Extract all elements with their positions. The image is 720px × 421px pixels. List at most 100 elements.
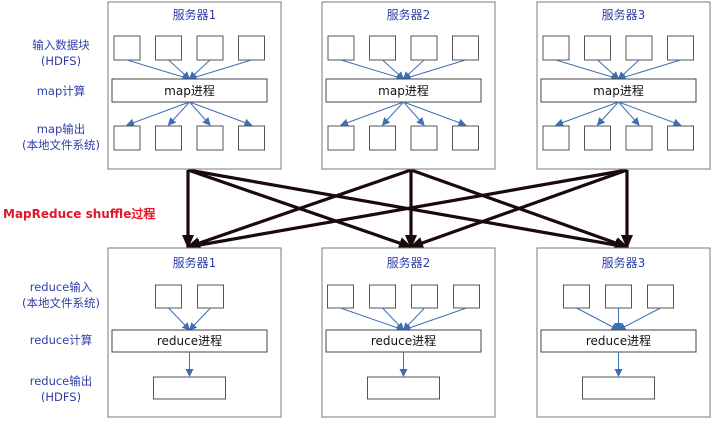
map-output-arrow [618, 101, 682, 127]
map-output-block [369, 125, 396, 151]
map-input-arrow [126, 59, 191, 81]
label-map-input: 输入数据块 (HDFS) [6, 37, 116, 69]
label-reduce-output-line2: (HDFS) [40, 390, 82, 404]
map-output-arrow [381, 101, 404, 126]
reduce-process-label: reduce进程 [371, 333, 436, 348]
reduce-input-arrow [188, 307, 211, 331]
label-map-compute: map计算 [6, 83, 116, 99]
reduce-input-block [369, 284, 396, 309]
map-server-2: 服务器2 map进程 [321, 1, 496, 170]
reduce-input-block [197, 284, 224, 309]
reduce-input-block [411, 284, 438, 309]
reduce-input-block [453, 284, 480, 309]
map-output-block [155, 125, 182, 151]
reduce-server-title: 服务器1 [173, 255, 217, 270]
map-output-arrow [340, 101, 404, 127]
label-reduce-output: reduce输出 (HDFS) [6, 373, 116, 405]
reduce-server-2: 服务器2 reduce进程 [321, 247, 496, 418]
reduce-output-block [153, 376, 226, 400]
shuffle-arrow [186, 168, 412, 249]
map-output-arrow [596, 101, 619, 126]
label-reduce-output-line1: reduce输出 [29, 374, 93, 388]
label-reduce-input-line2: (本地文件系统) [22, 296, 100, 310]
map-output-block [410, 125, 438, 151]
map-output-arrow [403, 101, 467, 127]
map-input-block [155, 35, 182, 61]
map-output-arrow [189, 101, 253, 127]
map-output-block [327, 125, 355, 151]
map-server-title: 服务器2 [387, 7, 431, 22]
label-reduce-compute: reduce计算 [6, 332, 116, 348]
reduce-output-block [367, 376, 440, 400]
map-output-block [196, 125, 224, 151]
reduce-input-block [327, 284, 354, 309]
map-input-block [542, 35, 570, 61]
reduce-server-title: 服务器3 [602, 255, 646, 270]
map-output-arrow [126, 101, 190, 127]
label-map-output-line1: map输出 [36, 122, 86, 136]
label-reduce-input: reduce输入 (本地文件系统) [6, 279, 116, 311]
shuffle-arrow [186, 168, 628, 251]
reduce-input-arrow [340, 307, 405, 332]
label-reduce-input-line1: reduce输入 [29, 280, 93, 294]
map-input-arrow [555, 59, 620, 81]
reduce-process-label: reduce进程 [586, 333, 651, 348]
map-output-block [584, 125, 611, 151]
reduce-input-arrow [617, 307, 661, 331]
reduce-input-arrow [168, 307, 191, 331]
map-input-block [625, 35, 653, 61]
reduce-process-label: reduce进程 [157, 333, 222, 348]
label-map-input-line1: 输入数据块 [32, 38, 90, 52]
map-input-arrow [168, 59, 191, 80]
map-output-arrow [555, 101, 619, 127]
map-input-arrow [340, 59, 405, 81]
map-server-3: 服务器3 map进程 [536, 1, 711, 170]
map-output-block [238, 125, 265, 151]
reduce-input-block [605, 284, 632, 309]
map-output-block [625, 125, 653, 151]
shuffle-arrow [409, 168, 628, 249]
reduce-input-arrow [382, 307, 405, 331]
map-output-block [113, 125, 141, 151]
reduce-input-arrow [402, 307, 467, 332]
map-server-1: 服务器1 map进程 [107, 1, 282, 170]
map-input-block [410, 35, 438, 61]
map-output-arrow [403, 101, 425, 126]
reduce-output-block [582, 376, 655, 400]
map-process-label: map进程 [164, 83, 215, 98]
map-output-arrow [167, 101, 190, 126]
label-map-output-line2: (本地文件系统) [22, 138, 100, 152]
map-input-block [113, 35, 141, 61]
label-reduce-compute-line1: reduce计算 [29, 333, 93, 347]
reduce-input-block [647, 284, 674, 309]
map-output-arrow [189, 101, 211, 126]
map-input-arrow [597, 59, 620, 80]
map-input-block [452, 35, 479, 61]
map-output-block [542, 125, 570, 151]
map-input-block [584, 35, 611, 61]
map-process-label: map进程 [593, 83, 644, 98]
reduce-input-block [155, 284, 182, 309]
reduce-server-title: 服务器2 [387, 255, 431, 270]
map-input-block [369, 35, 396, 61]
map-output-block [667, 125, 694, 151]
map-input-arrow [382, 59, 405, 80]
map-server-title: 服务器3 [602, 7, 646, 22]
label-map-output: map输出 (本地文件系统) [6, 121, 116, 153]
reduce-input-block [563, 284, 590, 309]
map-output-arrow [618, 101, 640, 126]
reduce-server-1: 服务器1 reduce进程 [107, 247, 282, 418]
map-input-block [667, 35, 694, 61]
map-input-arrow [617, 59, 681, 81]
map-input-arrow [402, 59, 466, 81]
reduce-server-3: 服务器3 reduce进程 [536, 247, 711, 418]
reduce-input-arrow [576, 307, 620, 331]
shuffle-label: MapReduce shuffle过程 [3, 207, 156, 221]
map-input-block [196, 35, 224, 61]
map-process-label: map进程 [378, 83, 429, 98]
map-input-arrow [188, 59, 252, 81]
map-output-block [452, 125, 479, 151]
map-server-title: 服务器1 [173, 7, 217, 22]
map-input-block [238, 35, 265, 61]
